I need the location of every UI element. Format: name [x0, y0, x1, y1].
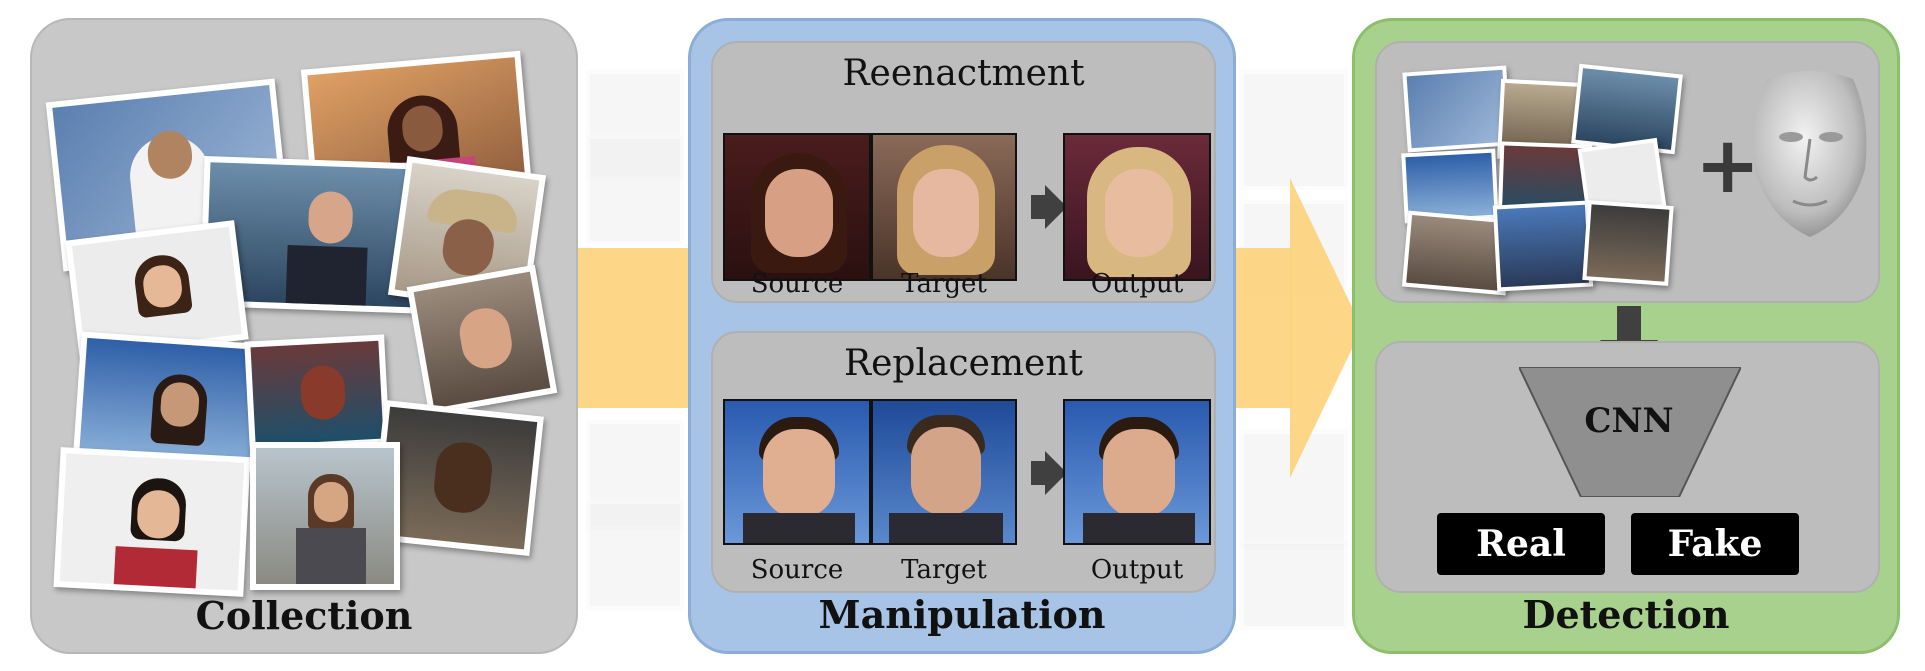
detection-input-box: + [1375, 41, 1880, 303]
real-label: Real [1437, 513, 1605, 575]
cnn-trapezoid [1519, 367, 1741, 497]
reenactment-output-caption: Output [1090, 269, 1184, 299]
replacement-target-face [871, 399, 1017, 545]
collection-panel: Collection [30, 18, 578, 654]
cnn-label: CNN [1584, 401, 1674, 441]
photo-man-blond [406, 264, 558, 416]
replacement-source-caption: Source [750, 555, 844, 585]
replacement-arrow-icon [1031, 451, 1067, 495]
flow-arrow-1 [574, 248, 694, 408]
reenactment-source-face [723, 133, 871, 281]
photo-reporter-outdoor [250, 442, 400, 590]
reenactment-source-caption: Source [750, 269, 844, 299]
detection-label: Detection [1522, 592, 1730, 637]
photo-young-man [53, 447, 251, 597]
reenactment-output-face [1063, 133, 1211, 281]
reenactment-target-caption: Target [901, 269, 987, 299]
mini-photo-8 [1492, 200, 1594, 292]
flow-arrow-2 [1232, 178, 1362, 478]
detection-panel: + CNN Real Fake Detection [1352, 18, 1900, 654]
mini-photo-1 [1402, 65, 1512, 153]
replacement-box: Replacement Source Target Output [711, 331, 1216, 593]
plus-sign: + [1695, 121, 1761, 211]
photo-news-anchor-russian [244, 334, 390, 452]
replacement-target-caption: Target [901, 555, 987, 585]
reenactment-title: Reenactment [842, 53, 1085, 94]
mini-photo-3 [1571, 63, 1683, 155]
reenactment-target-face [871, 133, 1017, 281]
replacement-source-face [723, 399, 871, 545]
fake-label: Fake [1631, 513, 1799, 575]
replacement-title: Replacement [844, 343, 1083, 384]
detection-cnn-box: CNN Real Fake [1375, 341, 1880, 593]
mini-photo-9 [1582, 200, 1674, 286]
3d-face-mesh-icon [1753, 71, 1867, 237]
reenactment-arrow-icon [1031, 185, 1067, 229]
collection-label: Collection [195, 593, 413, 638]
manipulation-panel: Reenactment Source Target Output Replace… [688, 18, 1236, 654]
replacement-output-caption: Output [1090, 555, 1184, 585]
reenactment-box: Reenactment Source Target Output [711, 41, 1216, 303]
replacement-output-face [1063, 399, 1211, 545]
manipulation-label: Manipulation [818, 592, 1106, 637]
